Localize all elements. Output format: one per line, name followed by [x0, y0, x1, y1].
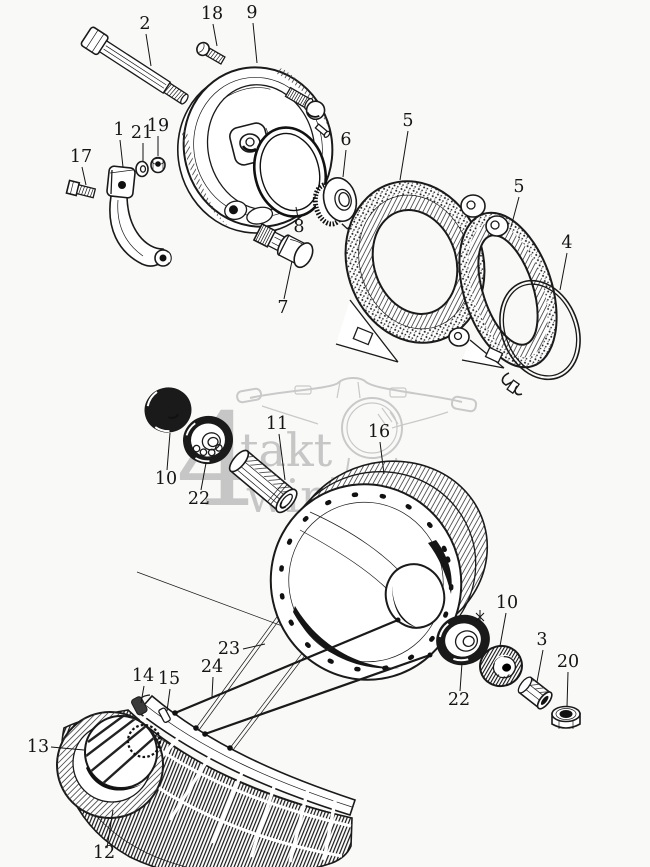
callout-label-19: 19 [147, 116, 169, 136]
callout-label-14: 14 [132, 666, 154, 686]
callout-label-21: 21 [131, 123, 153, 143]
callout-leader-22 [459, 662, 463, 692]
callout-leader-16 [379, 441, 385, 475]
part-axle-spacer [228, 449, 298, 514]
part-panel-screw [196, 41, 226, 65]
callout-label-11: 11 [266, 414, 288, 434]
callout-label-7: 7 [277, 298, 288, 318]
callout-label-8: 8 [293, 217, 304, 237]
callout-label-6: 6 [340, 130, 351, 150]
watermark-grip-left [236, 387, 263, 404]
callout-leader-9 [252, 22, 258, 64]
part-washer [135, 160, 149, 178]
part-rim-lock [131, 696, 148, 716]
callout-leader-12 [106, 809, 114, 849]
part-dust-seal-right [479, 644, 523, 688]
callout-label-5: 5 [513, 177, 524, 197]
callout-label-2: 2 [139, 14, 150, 34]
callout-label-24: 24 [201, 657, 223, 677]
callout-leader-13 [50, 746, 85, 751]
part-brake-shoe-front [335, 180, 486, 363]
callout-leader-10 [499, 612, 507, 647]
part-brake-cam [252, 222, 314, 269]
watermark-headlight-ring [346, 402, 398, 454]
watermark-switch-left [294, 385, 312, 395]
part-speedo-gear [312, 177, 358, 230]
part-brake-shoe-rear [458, 211, 558, 369]
callout-leader-24 [211, 676, 214, 698]
watermark-handlebar [249, 377, 463, 403]
callout-label-22: 22 [448, 690, 470, 710]
part-pivot-bolt [65, 179, 97, 199]
part-bearing-left [183, 415, 233, 465]
part-axle-bolt [80, 26, 189, 105]
part-rim-clip [158, 707, 171, 724]
callout-leader-1 [119, 139, 124, 168]
callout-label-9: 9 [246, 3, 257, 23]
callout-leader-17 [81, 166, 87, 186]
part-dust-seal-left [144, 387, 192, 433]
callout-leader-5 [399, 130, 409, 181]
part-cam-spindle [284, 86, 326, 121]
callout-leader-18 [212, 23, 218, 47]
part-return-spring [499, 279, 581, 396]
callout-label-16: 16 [368, 422, 390, 442]
watermark-headlight [341, 397, 403, 459]
callout-label-15: 15 [158, 669, 180, 689]
callout-leader-10 [166, 432, 171, 471]
callout-label-5: 5 [402, 111, 413, 131]
part-brake-arm [106, 165, 172, 267]
watermark-grip-right [450, 395, 478, 413]
watermark-lever-left [261, 405, 319, 425]
callout-leader-5 [510, 196, 520, 228]
callout-label-3: 3 [536, 630, 547, 650]
callout-label-23: 23 [218, 639, 240, 659]
callout-leader-7 [283, 260, 293, 300]
part-seal-ring [253, 126, 327, 218]
callout-label-18: 18 [201, 4, 223, 24]
callout-leader-15 [166, 688, 171, 712]
callout-label-10: 10 [496, 593, 518, 613]
callout-leader-6 [342, 149, 347, 178]
callout-leader-20 [566, 671, 569, 708]
sparkle-mark [475, 610, 485, 623]
callout-label-17: 17 [70, 147, 92, 167]
callout-leader-8 [295, 206, 299, 219]
callout-label-10: 10 [155, 469, 177, 489]
part-arm-nut [150, 156, 166, 174]
callout-leader-11 [278, 433, 286, 481]
callout-label-13: 13 [27, 737, 49, 757]
callout-leader-3 [536, 649, 544, 683]
part-spokes-near [172, 617, 433, 751]
callout-label-1: 1 [113, 120, 124, 140]
part-bearing-right [436, 614, 490, 666]
hub-spoke-holes [278, 491, 454, 673]
callout-leader-14 [140, 685, 145, 704]
watermark-headlight-shine [377, 407, 399, 428]
part-security-washer [126, 723, 162, 759]
callout-label-12: 12 [93, 843, 115, 863]
callout-leader-22 [200, 462, 207, 491]
part-wheel-hub [269, 460, 489, 681]
callout-leader-4 [559, 252, 568, 291]
watermark-switch-right [389, 387, 407, 398]
watermark-stem [336, 381, 361, 399]
part-spacer-small [517, 676, 553, 710]
callout-leader-2 [145, 33, 152, 67]
part-axle-nut [551, 705, 581, 729]
callout-label-22: 22 [188, 489, 210, 509]
callout-label-4: 4 [561, 233, 572, 253]
watermark-lever-right [391, 411, 449, 429]
callout-label-20: 20 [557, 652, 579, 672]
callout-leader-23 [242, 643, 266, 650]
part-spindle-pin [314, 123, 331, 138]
